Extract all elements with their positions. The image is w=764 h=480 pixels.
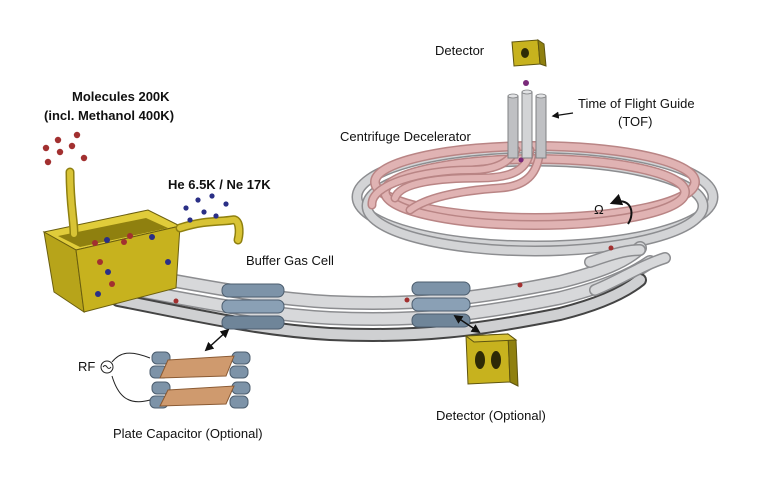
tof-guide-rods (507, 89, 547, 159)
guide-rods (111, 241, 671, 343)
label-molecules-line1: Molecules 200K (72, 89, 170, 104)
tof-molecule (518, 157, 524, 163)
label-he-ne: He 6.5K / Ne 17K (168, 177, 271, 192)
atom-cloud (183, 193, 229, 223)
capacitor-swap-arrow (204, 328, 230, 352)
label-plate-capacitor: Plate Capacitor (Optional) (113, 426, 263, 441)
guide-molecule (608, 245, 614, 251)
detector-top (511, 39, 547, 67)
decelerator-spiral (367, 145, 545, 215)
tof-molecule (523, 80, 529, 86)
label-buffer-gas-cell: Buffer Gas Cell (246, 253, 334, 268)
cell-particles (92, 233, 171, 297)
detector-optional (464, 332, 519, 387)
label-detector-top: Detector (435, 43, 485, 58)
molecule-inlet-tube (67, 169, 77, 237)
detector-swap-arrow (453, 315, 481, 333)
electrode-segments-left (221, 283, 285, 330)
tof-pointer-arrow (551, 111, 574, 119)
gas-inlet-tube (177, 216, 243, 243)
buffer-gas-cell (42, 209, 182, 314)
label-omega: Ω (594, 202, 604, 217)
label-tof-line2: (TOF) (618, 114, 652, 129)
label-detector-optional: Detector (Optional) (436, 408, 546, 423)
plate-capacitor (100, 351, 251, 409)
guide-molecule (173, 298, 179, 304)
label-molecules-line2: (incl. Methanol 400K) (44, 108, 174, 123)
label-centrifuge: Centrifuge Decelerator (340, 129, 471, 144)
rotation-arrow (609, 193, 633, 225)
molecule-cloud (42, 131, 88, 166)
guide-molecule (517, 282, 523, 288)
label-tof-line1: Time of Flight Guide (578, 96, 695, 111)
label-rf: RF (78, 359, 95, 374)
guide-molecule (404, 297, 410, 303)
